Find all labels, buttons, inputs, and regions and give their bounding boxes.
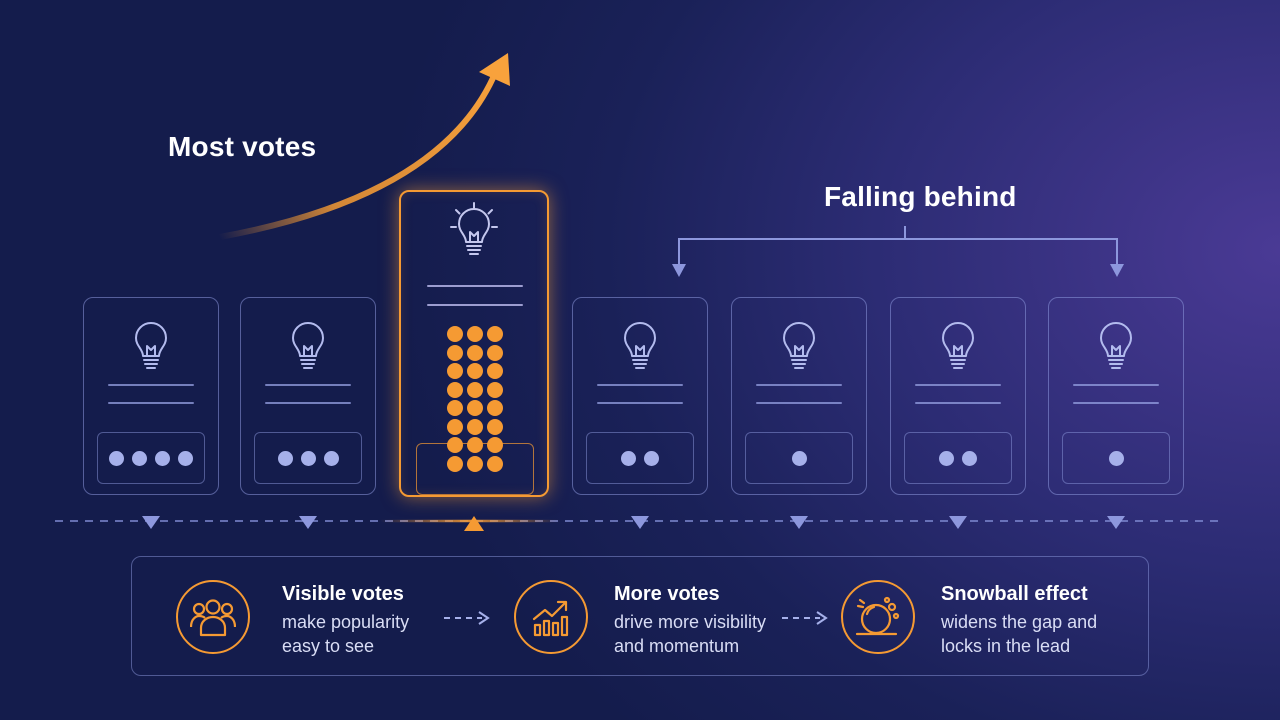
vote-dot — [467, 455, 483, 472]
text-line — [756, 384, 842, 386]
vote-dot — [962, 450, 977, 466]
vote-dot — [323, 450, 339, 466]
dashed-arrow-icon — [444, 611, 490, 625]
text-line — [427, 304, 523, 306]
text-line — [915, 402, 1001, 404]
vote-dot — [487, 344, 503, 361]
vote-dot — [447, 418, 463, 435]
vote-dot — [939, 450, 954, 466]
down-marker-icon — [790, 516, 808, 529]
dashed-arrow-icon — [782, 611, 828, 625]
up-marker-icon — [464, 516, 484, 531]
vote-dot — [447, 363, 463, 379]
step-title: Snowball effect — [941, 583, 1088, 605]
vote-dot — [487, 381, 503, 398]
vote-dot — [1108, 450, 1124, 466]
text-line — [1073, 402, 1159, 404]
text-line — [427, 285, 523, 287]
text-line — [108, 402, 194, 404]
vote-dot — [109, 450, 124, 466]
vote-count-box — [254, 432, 362, 484]
lightbulb-icon — [284, 316, 332, 379]
vote-dot — [487, 400, 503, 416]
most-votes-label: Most votes — [168, 131, 317, 162]
lightbulb-icon — [127, 316, 175, 379]
vote-dot — [447, 381, 463, 398]
idea-card[interactable] — [890, 297, 1026, 495]
vote-dot — [447, 455, 463, 472]
vote-dot — [467, 400, 483, 416]
growth-chart-icon — [514, 580, 588, 654]
explanation-panel — [131, 556, 1149, 676]
snowball-icon — [841, 580, 915, 654]
vote-dot — [487, 326, 503, 342]
down-marker-icon — [949, 516, 967, 529]
vote-count-box — [904, 432, 1012, 484]
vote-dot — [467, 363, 483, 379]
down-marker-icon — [1107, 516, 1125, 529]
text-line — [597, 402, 683, 404]
vote-count-box — [97, 432, 205, 484]
step-title: More votes — [614, 583, 720, 605]
vote-dot — [467, 418, 483, 435]
lightbulb-icon — [450, 202, 498, 265]
down-marker-icon — [299, 516, 317, 529]
lightbulb-icon — [1092, 316, 1140, 379]
idea-card[interactable] — [572, 297, 708, 495]
vote-dot — [447, 400, 463, 416]
text-line — [597, 384, 683, 386]
idea-card[interactable] — [399, 190, 549, 497]
vote-dot — [467, 344, 483, 361]
vote-dot — [467, 437, 483, 453]
vote-dot — [178, 450, 193, 466]
idea-card[interactable] — [731, 297, 867, 495]
vote-count-box — [745, 432, 853, 484]
vote-dot — [447, 326, 463, 342]
text-line — [265, 384, 351, 386]
vote-dot — [155, 450, 170, 466]
vote-dot — [447, 437, 463, 453]
idea-card[interactable] — [1048, 297, 1184, 495]
text-line — [1073, 384, 1159, 386]
lightbulb-icon — [775, 316, 823, 379]
vote-dot — [467, 381, 483, 398]
text-line — [915, 384, 1001, 386]
idea-card[interactable] — [240, 297, 376, 495]
people-icon — [176, 580, 250, 654]
text-line — [108, 384, 194, 386]
down-marker-icon — [142, 516, 160, 529]
vote-dot — [487, 363, 503, 379]
vote-count-box — [1062, 432, 1170, 484]
vote-dot — [277, 450, 293, 466]
vote-dot — [447, 344, 463, 361]
step-title: Visible votes — [282, 583, 404, 605]
vote-dot — [487, 418, 503, 435]
vote-dot — [644, 450, 659, 466]
text-line — [265, 402, 351, 404]
lightbulb-icon — [616, 316, 664, 379]
vote-count-box — [586, 432, 694, 484]
down-marker-icon — [631, 516, 649, 529]
vote-dot — [487, 455, 503, 472]
vote-dot — [300, 450, 316, 466]
idea-card[interactable] — [83, 297, 219, 495]
lightbulb-icon — [934, 316, 982, 379]
vote-dot — [791, 450, 807, 466]
vote-dot — [621, 450, 636, 466]
vote-dot — [467, 326, 483, 342]
vote-dot — [132, 450, 147, 466]
falling-behind-label: Falling behind — [824, 181, 1017, 212]
text-line — [756, 402, 842, 404]
vote-dot — [487, 437, 503, 453]
